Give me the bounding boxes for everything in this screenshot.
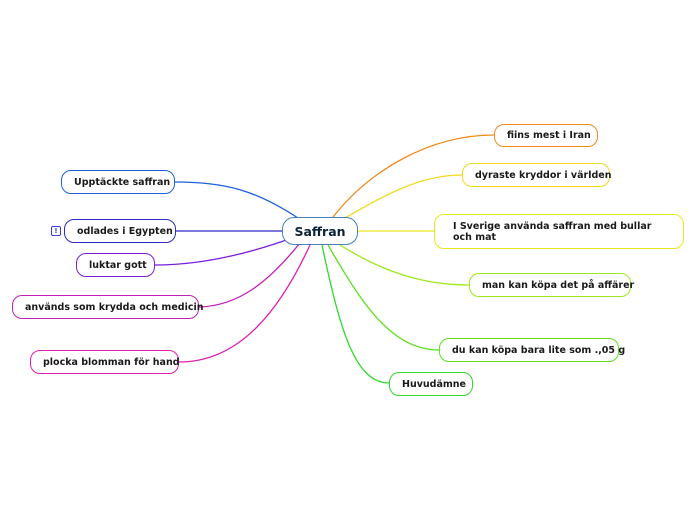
topic-kopa-bara-lite[interactable]: du kan köpa bara lite som .,05 g <box>439 338 625 362</box>
topic-fiins-mest-i-iran[interactable]: fiins mest i Iran <box>494 124 598 147</box>
link-huvudamne <box>321 244 390 384</box>
link-anvands <box>198 242 301 308</box>
topic-man-kan-kopa[interactable]: man kan köpa det på affärer <box>469 273 634 297</box>
link-lite <box>327 244 440 351</box>
topic-huvudamne[interactable]: Huvudämne <box>389 372 473 396</box>
topic-plocka-blomman[interactable]: plocka blomman för hand <box>30 350 180 374</box>
link-upptackte <box>174 181 299 219</box>
topic-anvands-som-krydda[interactable]: används som krydda och medicin <box>12 295 203 319</box>
central-topic[interactable]: Saffran <box>282 217 358 245</box>
link-plocka <box>178 244 311 363</box>
link-dyraste <box>344 174 463 219</box>
topic-luktar-gott[interactable]: luktar gott <box>76 253 155 277</box>
link-kopa <box>339 244 470 286</box>
topic-upptackte-saffran[interactable]: Upptäckte saffran <box>61 170 175 194</box>
link-fiins <box>332 134 495 218</box>
topic-dyraste-kryddor[interactable]: dyraste kryddor i världen <box>462 163 611 187</box>
topic-i-sverige[interactable]: I Sverige använda saffran med bullar och… <box>434 214 684 249</box>
alert-icon: ! <box>51 226 61 236</box>
link-luktar <box>154 237 293 266</box>
topic-odlades-i-egypten[interactable]: odlades i Egypten <box>64 219 176 243</box>
